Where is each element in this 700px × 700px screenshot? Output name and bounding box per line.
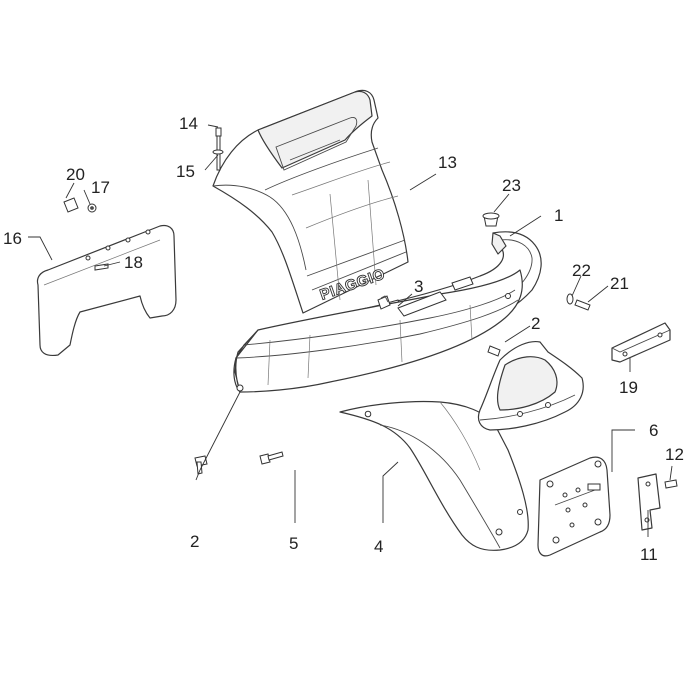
callout-17: 17: [91, 178, 110, 197]
inner-fender-part: [477, 340, 584, 431]
callout-13: 13: [438, 153, 457, 172]
screw-14: [215, 127, 222, 171]
plate-holder-part: [537, 456, 611, 557]
screw-2-left: [194, 455, 208, 475]
screw-2-right: [487, 345, 501, 357]
callout-4: 4: [374, 537, 383, 556]
washer-22: [566, 293, 574, 305]
screw-6: [587, 483, 601, 491]
leader-lines: [28, 124, 673, 537]
bracket-19-part: [611, 322, 671, 363]
callout-11: 11: [640, 545, 658, 564]
clip-20: [63, 197, 79, 213]
callout-2-left: 2: [190, 532, 199, 551]
callout-18: 18: [124, 253, 143, 272]
callout-15: 15: [176, 162, 195, 181]
rear-cover-part: [212, 89, 409, 314]
screw-5: [259, 451, 284, 465]
bracket-clip-part: [377, 291, 447, 317]
callout-14: 14: [179, 114, 198, 133]
inner-panel-part: [36, 224, 177, 357]
clip-bracket-part: [637, 473, 661, 531]
callout-1: 1: [554, 206, 563, 225]
callout-22: 22: [572, 261, 591, 280]
callout-6: 6: [649, 421, 658, 440]
callout-3: 3: [414, 277, 423, 296]
grommet-23: [482, 212, 500, 227]
callout-12: 12: [665, 445, 684, 464]
callout-21: 21: [610, 274, 629, 293]
front-lower-shield-part: [233, 269, 523, 393]
callout-20: 20: [66, 165, 85, 184]
screw-21: [574, 299, 591, 311]
callout-16: 16: [3, 229, 22, 248]
screw-12: [664, 479, 678, 489]
nut-17: [87, 203, 97, 213]
callout-2-right: 2: [531, 314, 540, 333]
washer-15: [212, 149, 224, 155]
front-mudguard-part: [339, 400, 529, 551]
callout-5: 5: [289, 534, 298, 553]
callout-23: 23: [502, 176, 521, 195]
callout-19: 19: [619, 378, 638, 397]
